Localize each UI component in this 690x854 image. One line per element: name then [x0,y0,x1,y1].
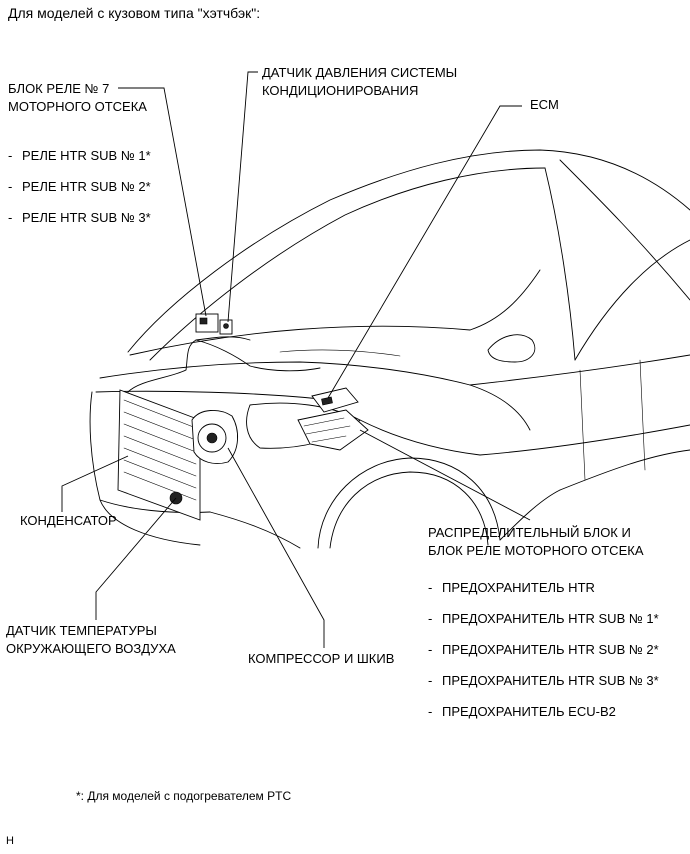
label-pressure-sensor-line-1: ДАТЧИК ДАВЛЕНИЯ СИСТЕМЫ [262,65,458,80]
ecm-part [297,387,369,451]
compressor-part [191,410,238,464]
fuse-item: ПРЕДОХРАНИТЕЛЬ ECU-B2 [428,703,659,734]
diagram-title: Для моделей с кузовом типа "хэтчбэк": [8,5,261,21]
label-relay-block-line-2: МОТОРНОГО ОТСЕКА [8,99,147,114]
label-ambient-sensor-line-1: ДАТЧИК ТЕМПЕРАТУРЫ [6,623,157,638]
label-ambient-sensor: ДАТЧИК ТЕМПЕРАТУРЫ ОКРУЖАЮЩЕГО ВОЗДУХА [6,622,176,658]
label-compressor: КОМПРЕССОР И ШКИВ [248,651,395,666]
fuse-item: ПРЕДОХРАНИТЕЛЬ HTR SUB № 2* [428,641,659,672]
relay-item: РЕЛЕ HTR SUB № 3* [8,209,151,240]
fuse-item: ПРЕДОХРАНИТЕЛЬ HTR [428,579,659,610]
leader-lines [61,71,531,648]
label-junction-block: РАСПРЕДЕЛИТЕЛЬНЫЙ БЛОК И БЛОК РЕЛЕ МОТОР… [428,524,643,560]
relay-item: РЕЛЕ HTR SUB № 2* [8,178,151,209]
label-condenser: КОНДЕНСАТОР [20,513,117,528]
relay-item: РЕЛЕ HTR SUB № 1* [8,147,151,178]
label-relay-block-line-1: БЛОК РЕЛЕ № 7 [8,81,110,96]
label-ecm: ECM [530,97,559,112]
condenser-part [117,389,201,521]
label-relay-block: БЛОК РЕЛЕ № 7 МОТОРНОГО ОТСЕКА [8,80,147,116]
label-junction-block-line-2: БЛОК РЕЛЕ МОТОРНОГО ОТСЕКА [428,543,644,558]
label-pressure-sensor: ДАТЧИК ДАВЛЕНИЯ СИСТЕМЫ КОНДИЦИОНИРОВАНИ… [262,64,457,100]
label-junction-block-line-1: РАСПРЕДЕЛИТЕЛЬНЫЙ БЛОК И [428,525,631,540]
footnote: *: Для моделей с подогревателем PTC [76,789,292,803]
relay-block-part [195,313,233,335]
fuse-item: ПРЕДОХРАНИТЕЛЬ HTR SUB № 1* [428,610,659,641]
fuse-items-list: ПРЕДОХРАНИТЕЛЬ HTR ПРЕДОХРАНИТЕЛЬ HTR SU… [428,579,659,734]
label-pressure-sensor-line-2: КОНДИЦИОНИРОВАНИЯ [262,83,419,98]
ac-piping [127,336,321,393]
fuse-item: ПРЕДОХРАНИТЕЛЬ HTR SUB № 3* [428,672,659,703]
relay-items-list: РЕЛЕ HTR SUB № 1* РЕЛЕ HTR SUB № 2* РЕЛЕ… [8,147,151,240]
figure-code: H [6,835,14,847]
label-ambient-sensor-line-2: ОКРУЖАЮЩЕГО ВОЗДУХА [6,641,176,656]
